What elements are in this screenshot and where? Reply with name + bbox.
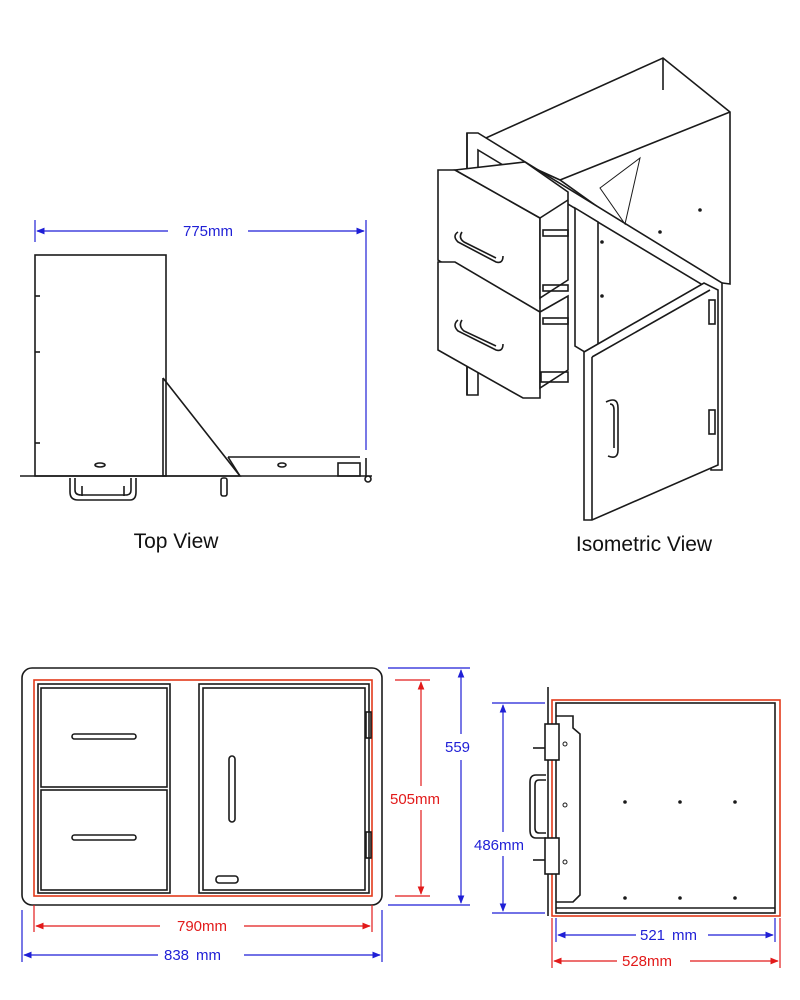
drawer-handle-inner bbox=[74, 478, 132, 496]
front-door-latch bbox=[215, 875, 239, 884]
front-drawer-frame bbox=[37, 683, 171, 894]
front-door bbox=[202, 687, 366, 891]
hinge-pin-icon bbox=[364, 475, 372, 483]
vent-slot bbox=[94, 462, 106, 468]
front-inner-height-label: 505mm bbox=[390, 791, 440, 808]
iso-divider bbox=[599, 156, 641, 226]
front-outer-width-value: 838 bbox=[164, 947, 189, 964]
front-cutout-outline bbox=[33, 679, 373, 897]
front-outer-height-label: 559 bbox=[445, 739, 470, 756]
side-holes bbox=[35, 295, 40, 444]
iso-door-handle bbox=[605, 399, 619, 458]
front-door-handle bbox=[228, 755, 236, 823]
front-drawer-top bbox=[40, 687, 168, 788]
front-inner-width-label: 790mm bbox=[177, 918, 227, 935]
hinge-block bbox=[337, 462, 361, 477]
side-depth-unit: mm bbox=[672, 927, 697, 944]
side-height-label: 486mm bbox=[474, 837, 524, 854]
iso-open-door bbox=[583, 282, 719, 521]
front-outer-flange bbox=[21, 667, 383, 906]
side-handle bbox=[529, 774, 546, 839]
side-view: 486mm 521 mm 528mm bbox=[474, 687, 781, 970]
side-body bbox=[555, 702, 776, 914]
top-view: 775mm Top View bbox=[20, 220, 372, 553]
front-hinge-bottom bbox=[365, 831, 372, 859]
iso-middle-post bbox=[574, 206, 599, 362]
isometric-view-label: Isometric View bbox=[576, 533, 713, 556]
side-outer-outline bbox=[551, 699, 781, 917]
front-drawer-bottom-handle bbox=[71, 834, 137, 841]
front-outer-width-unit: mm bbox=[196, 947, 221, 964]
front-door-frame bbox=[198, 683, 370, 894]
side-outer-depth-label: 528mm bbox=[622, 953, 672, 970]
iso-drawer-top-handle bbox=[454, 231, 504, 264]
side-bracket bbox=[556, 715, 581, 903]
iso-drawer-bottom bbox=[437, 261, 569, 399]
door-handle-peg bbox=[220, 477, 228, 497]
side-hinge-top bbox=[544, 723, 560, 761]
door-swing-triangle bbox=[162, 377, 242, 477]
top-width-label: 775mm bbox=[183, 223, 233, 240]
front-drawer-top-handle bbox=[71, 733, 137, 740]
front-view: 559 505mm 790mm 838 mm bbox=[21, 667, 470, 964]
front-hinge-top bbox=[365, 711, 372, 739]
side-holes-pattern bbox=[562, 741, 737, 900]
side-hinge-bottom bbox=[544, 837, 560, 875]
latch-slot bbox=[277, 462, 287, 468]
top-view-label: Top View bbox=[134, 530, 220, 553]
side-depth-value: 521 bbox=[640, 927, 665, 944]
drawer-handle-outer bbox=[69, 478, 137, 501]
front-drawer-bottom bbox=[40, 789, 168, 891]
drawer-body bbox=[34, 254, 167, 477]
iso-drawer-bottom-handle bbox=[454, 319, 504, 352]
isometric-view: Isometric View bbox=[437, 57, 731, 556]
